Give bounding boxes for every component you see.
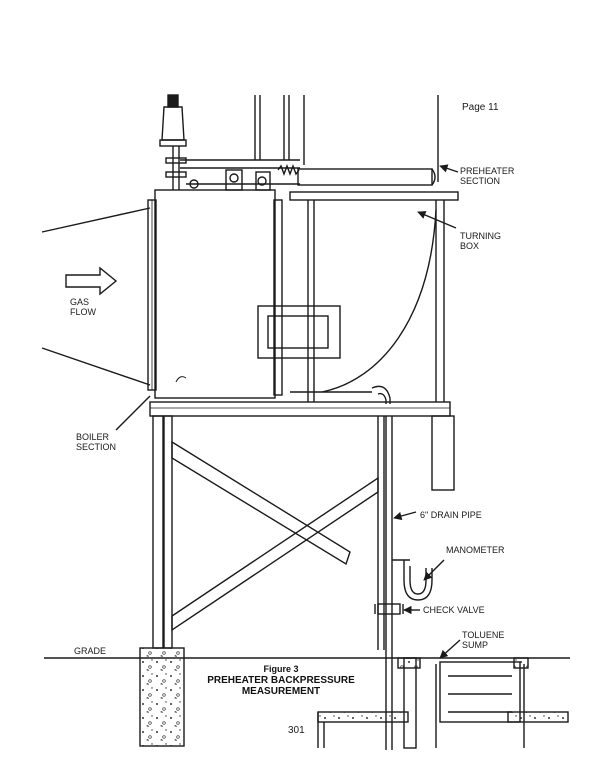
sump-base-slab [317, 711, 409, 723]
label-manometer: MANOMETER [446, 545, 505, 555]
toluene-sump-tank [439, 661, 521, 723]
elbow-pipe [371, 385, 391, 404]
inspection-panel-inner [267, 315, 329, 349]
boiler-section-box [154, 189, 276, 399]
manometer-tube [403, 560, 433, 601]
label-line: FLOW [70, 307, 96, 317]
inspection-panel-outer [257, 305, 341, 359]
leader-manometer [423, 559, 445, 581]
sump-wall-left [403, 657, 417, 749]
leader-preheater [439, 164, 459, 173]
label-preheater-section: PREHEATER SECTION [460, 166, 514, 186]
center-support-leg [163, 415, 173, 649]
expansion-joint [277, 164, 300, 176]
turning-box-curve [321, 209, 437, 393]
preheater-pipe [297, 168, 433, 186]
label-line: TOLUENE [462, 630, 505, 640]
folio-number: 301 [288, 725, 305, 736]
label-line: TURNING [460, 231, 501, 241]
left-support-leg [152, 415, 164, 649]
label-gas-flow: GAS FLOW [70, 297, 96, 317]
label-drain-pipe: 6" DRAIN PIPE [420, 510, 482, 520]
figure-caption-line-1: PREHEATER BACKPRESSURE [207, 675, 355, 686]
duct-upper-line [41, 207, 151, 233]
relief-valve-cap [167, 94, 179, 108]
turning-box-top-plate [289, 191, 459, 201]
leader-sump [439, 639, 461, 659]
label-line: PREHEATER [460, 166, 515, 176]
cross-brace-2 [171, 476, 379, 632]
label-grade: GRADE [74, 646, 107, 656]
duct-lower-line [41, 347, 151, 386]
preheater-drop-section [431, 415, 455, 491]
figure-caption-line-2: MEASUREMENT [241, 686, 321, 697]
figure-caption: Figure 3 PREHEATER BACKPRESSURE MEASUREM… [196, 664, 366, 697]
relief-valve-body [161, 106, 185, 141]
leader-drain-pipe [393, 511, 417, 521]
label-line: GAS [70, 297, 90, 307]
boiler-right-flange [273, 199, 283, 396]
label-toluene-sump: TOLUENE SUMP [462, 630, 504, 650]
platform-beam [149, 401, 451, 417]
cross-brace-1 [171, 440, 351, 566]
label-check-valve: CHECK VALVE [423, 605, 485, 615]
boiler-valve-mark [175, 376, 187, 383]
foundation-footing [139, 647, 185, 747]
sump-flange-left [397, 657, 421, 669]
sump-flange-right [513, 657, 529, 669]
label-line: SECTION [76, 442, 117, 452]
label-line: BOX [460, 241, 480, 251]
leader-boiler [115, 395, 151, 431]
leader-turning-box [417, 211, 457, 229]
gas-flow-arrow [65, 266, 118, 296]
check-valve-body [377, 603, 401, 615]
label-line: SUMP [462, 640, 489, 650]
label-line: SECTION [460, 176, 501, 186]
figure-number: Figure 3 [263, 664, 299, 674]
label-line: BOILER [76, 432, 110, 442]
label-turning-box: TURNING BOX [460, 231, 501, 251]
page-label: Page 11 [462, 102, 499, 113]
label-boiler-section: BOILER SECTION [76, 432, 116, 452]
